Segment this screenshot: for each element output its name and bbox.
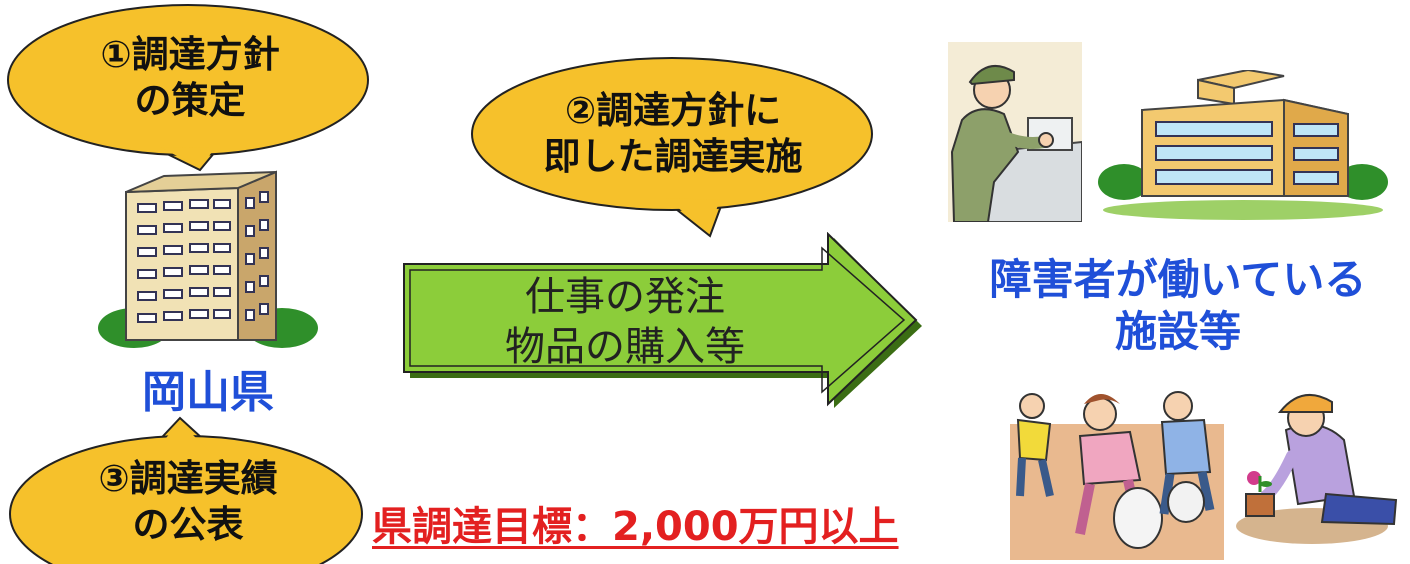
- office-tower-icon: [98, 170, 318, 348]
- worker-packing-icon: [948, 42, 1082, 222]
- policy-bubble-text: ①調達方針 の策定: [20, 32, 360, 124]
- implementation-line-1: ②調達方針に: [564, 89, 782, 132]
- gardener-icon: [1236, 394, 1398, 544]
- arrow-line-2: 物品の購入等: [505, 324, 745, 370]
- publish-bubble-text: ③調達実績 の公表: [18, 456, 358, 548]
- publish-speech-bubble: [9, 416, 363, 564]
- policy-speech-bubble: [7, 4, 369, 172]
- facility-line-2: 施設等: [1114, 307, 1241, 356]
- implementation-line-2: 即した調達実施: [543, 135, 803, 178]
- cleanup-workers-icon: [1010, 391, 1224, 560]
- implementation-speech-bubble: [471, 57, 873, 238]
- policy-line-1: ①調達方針: [100, 33, 280, 76]
- policy-line-2: の策定: [134, 79, 246, 122]
- arrow-text: 仕事の発注 物品の購入等: [440, 272, 810, 372]
- publish-line-1: ③調達実績: [98, 457, 278, 500]
- facility-building-icon: [1098, 70, 1388, 220]
- prefecture-label: 岡山県: [142, 367, 274, 418]
- facility-label: 障害者が働いている 施設等: [948, 254, 1408, 358]
- arrow-line-1: 仕事の発注: [525, 274, 725, 320]
- publish-line-2: の公表: [132, 503, 244, 546]
- order-arrow-icon: [403, 232, 922, 408]
- procurement-target: 県調達目標：2,000万円以上: [372, 504, 899, 550]
- implementation-bubble-text: ②調達方針に 即した調達実施: [488, 88, 858, 180]
- facility-line-1: 障害者が働いている: [989, 255, 1367, 304]
